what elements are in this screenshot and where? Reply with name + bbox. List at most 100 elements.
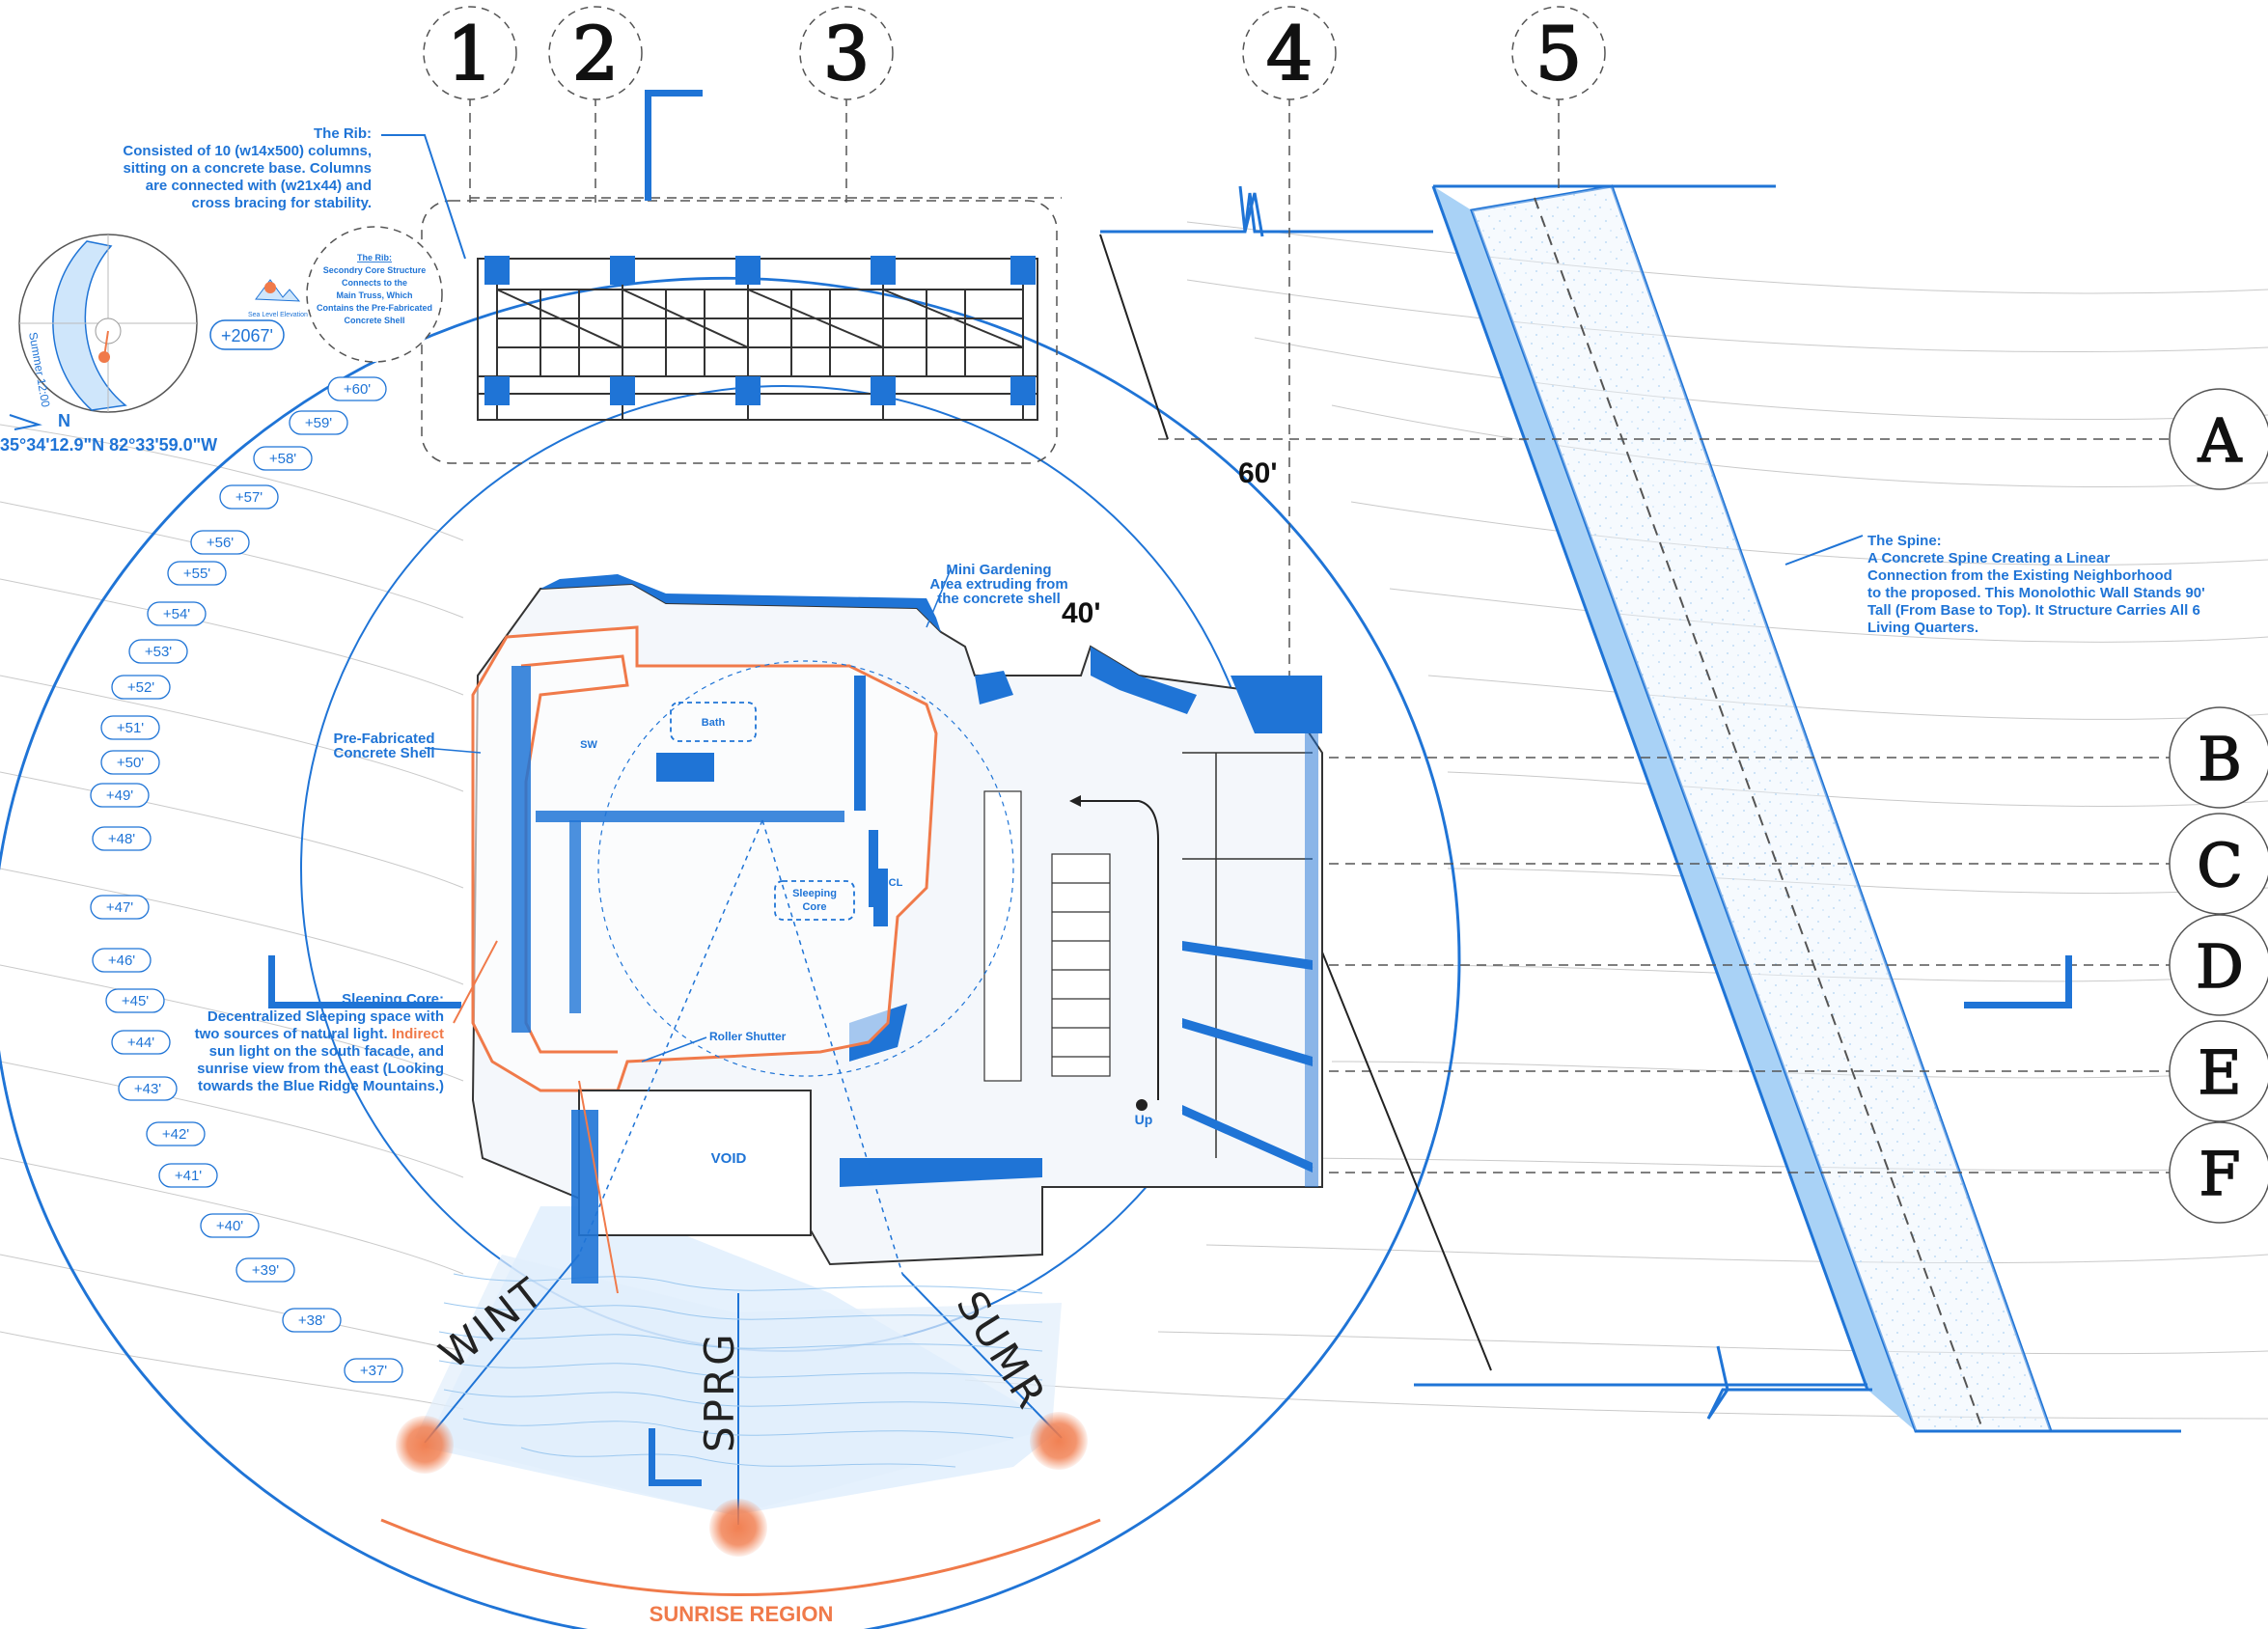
spine-note-line: A Concrete Spine Creating a Linear [1867,550,2110,566]
building-plan [453,574,1323,1294]
grid-letter-c: C [2197,830,2242,900]
spine-wall [1431,184,2054,1433]
elevation-label: +37' [360,1363,387,1379]
elevation-marks: +60'+59'+58'+57'+56'+55'+54'+53'+52'+51'… [90,376,403,1383]
elevation-tag [92,826,152,851]
rib-columns [484,256,1036,405]
spine-note-line: Living Quarters. [1867,620,1978,636]
elevation-tag [253,446,313,471]
svg-text:two sources of natural light.: two sources of natural light. Indirect [195,1026,444,1042]
grid-letter-f: F [2199,1139,2240,1209]
rib-note-line: are connected with (w21x44) and [146,178,372,194]
sunrise-region-label: SUNRISE REGION [650,1602,834,1626]
sleeping-core-title: Sleeping Core: [342,991,444,1008]
sleeping-core-line: Decentralized Sleeping space with [207,1008,444,1025]
elevation-label: +49' [106,787,133,804]
rib-leader [381,134,466,260]
grid-letter-b: B [2198,724,2242,794]
north-label: N [58,411,70,430]
bath-label: Bath [702,717,726,729]
sun-winter [396,1416,454,1474]
compass-dial [18,234,198,413]
rib-secondary-line: Secondry Core Structure [323,265,427,275]
garden-note: Mini Gardening Area extruding from the c… [929,562,1067,607]
grid-letter-a: A [2198,405,2243,476]
elevation-tag [282,1308,342,1333]
sunrise-wave-lines [438,1273,1043,1468]
elevation-label: +46' [108,953,135,969]
garden-note-line: Mini Gardening [946,562,1051,578]
sleeping-core-tag-l2: Core [802,901,826,913]
elevation-tag [200,1213,260,1238]
elevation-tag [100,750,160,775]
sleeping-core-line: towards the Blue Ridge Mountains.) [198,1078,444,1094]
rib-secondary-line: Concrete Shell [344,316,404,325]
spine-note-line: to the proposed. This Monolothic Wall St… [1867,585,2205,601]
elevation-tag [167,561,227,586]
rib-secondary-line: The Rib: [357,253,392,262]
elevation-label: +42' [162,1126,189,1143]
elevation-label: +40' [216,1218,243,1234]
elevation-tag [219,484,279,510]
shell-leader [424,747,482,754]
elevation-label: +45' [122,993,149,1009]
elevation-tag [344,1358,403,1383]
void-label: VOID [711,1150,747,1167]
grid-number-1: 1 [447,11,493,97]
rib-note-line: The Rib: [314,125,372,142]
sun-summer [1030,1412,1088,1470]
site-circle [0,277,1461,1629]
sleeping-core-line: sunrise view from the east (Looking [197,1061,444,1077]
rib-secondary-line: Contains the Pre-Fabricated [317,303,432,313]
elevation-label: +57' [235,489,263,506]
elevation-label: +55' [183,566,210,582]
elevation-label: +54' [163,606,190,622]
rib-note: The Rib: Consisted of 10 (w14x500) colum… [123,125,372,211]
elevation-label: +60' [344,381,371,398]
rib-secondary-line: Main Truss, Which [336,290,412,300]
svg-text:sunrise view from the east (Lo: sunrise view from the east (Looking [197,1061,444,1077]
elevation-tag [190,530,250,555]
coordinates: 35°34'12.9"N 82°33'59.0"W [0,435,217,455]
cl-label: CL [889,877,903,889]
grid-letter-bubbles [2169,388,2268,1224]
elevation-tag [209,319,285,350]
shell-note-line: Pre-Fabricated [333,731,434,747]
grid-number-4: 4 [1266,11,1313,97]
elevation-tag [90,783,150,808]
north-arrow [9,414,42,430]
sleeping-core-line: two sources of natural light. [195,1026,388,1042]
elevation-label: +44' [127,1035,154,1051]
grid-lines [469,97,2181,1173]
grid-letter-d: D [2196,931,2244,1002]
elevation-tag [118,1076,178,1101]
spine-note-line: Connection from the Existing Neighborhoo… [1867,567,2172,584]
elevation-tag [111,1030,171,1055]
grid-letter-e: E [2198,1037,2241,1108]
elevation-tag [146,1121,206,1146]
elevation-tag [92,948,152,973]
rib-secondary-bubble [306,226,443,363]
elevation-tag [158,1163,218,1188]
roller-shutter-leader [641,1036,707,1063]
sunrise-rays [424,1254,1063,1525]
rib-dashed-box [421,200,1058,464]
grid-number-2: 2 [572,11,619,97]
sun-spring [709,1499,767,1557]
section-markers [268,90,2072,1486]
spine-cut-lines [1100,184,2181,1433]
elevation-label: +58' [269,451,296,467]
sw-label: SW [580,739,597,751]
elevation-value: +2067' [221,326,273,345]
elevation-label: +47' [106,899,133,916]
elevation-label: +56' [207,535,234,551]
shell-note-line: Concrete Shell [333,745,434,761]
sleeping-core-dashed-circle [597,660,1014,1077]
garden-note-line: Area extruding from [929,576,1067,593]
spine-leader [1784,535,1864,566]
bath-tag [670,702,757,742]
rib-secondary-note: The Rib: Secondry Core Structure Connect… [317,253,432,325]
elevation-label: +51' [117,720,144,736]
contour-lines-left [0,424,464,1410]
